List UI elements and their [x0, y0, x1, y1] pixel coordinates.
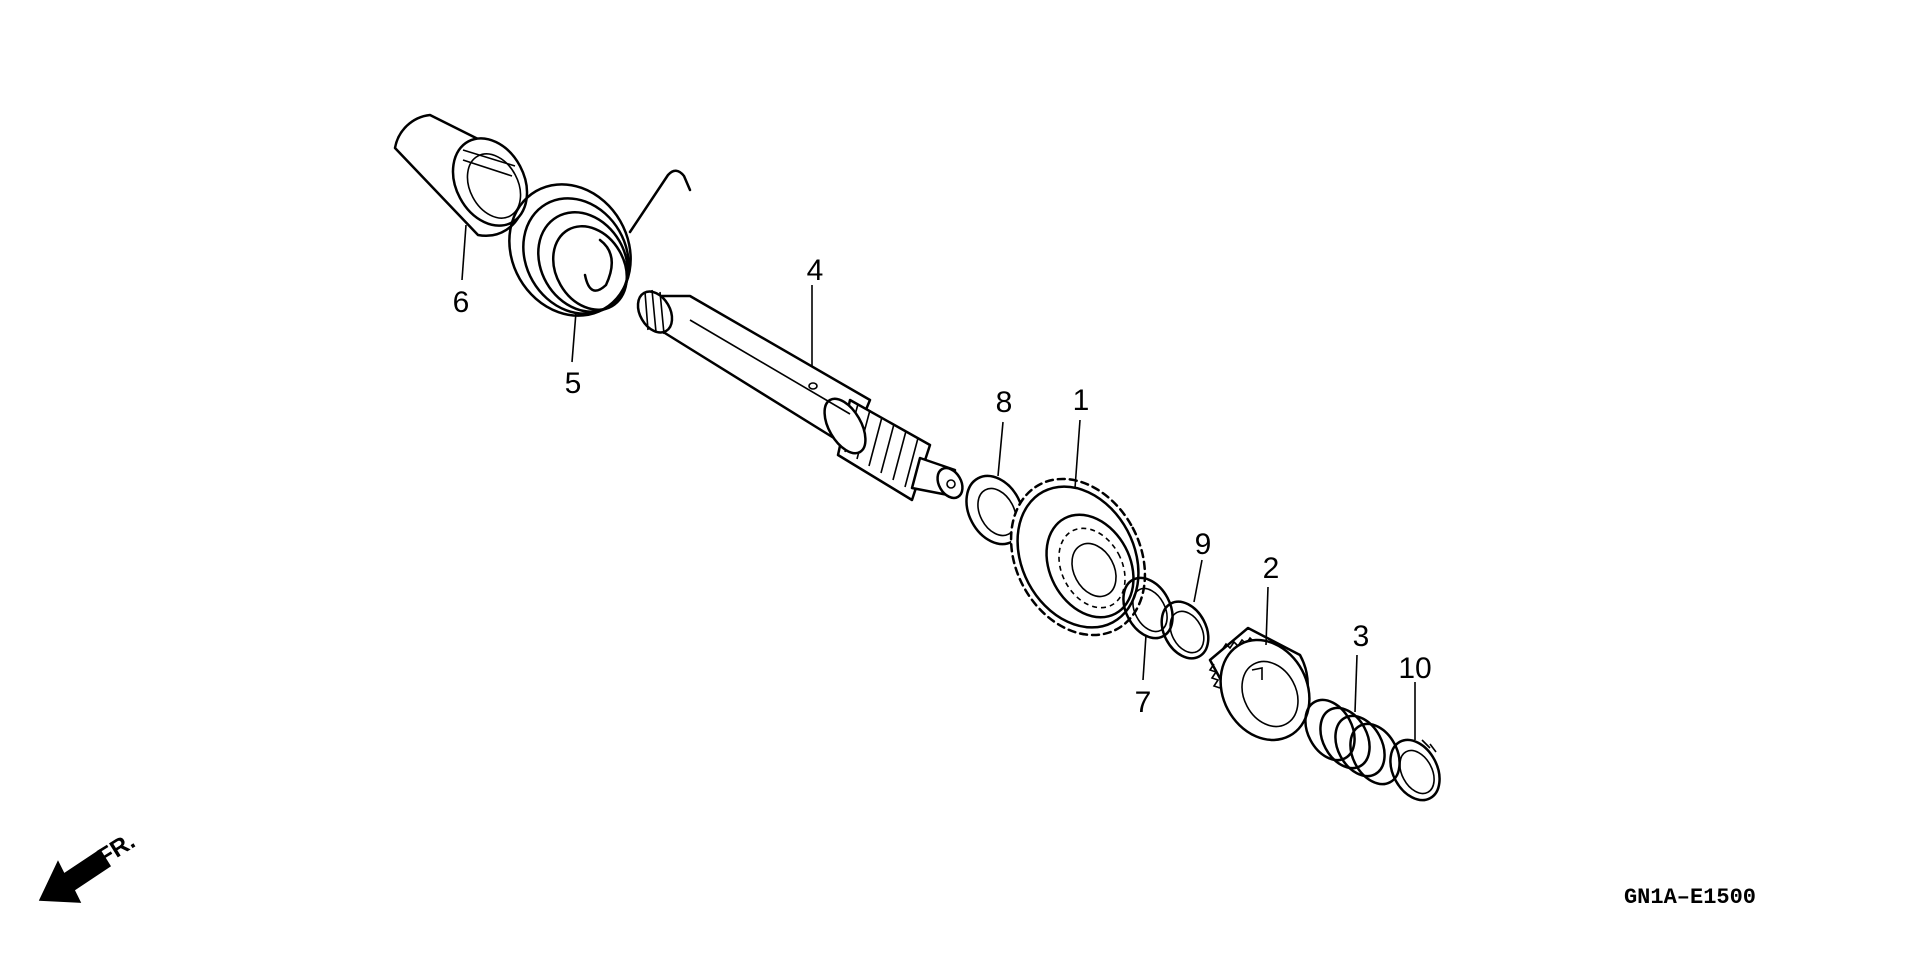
part-7-washer [1122, 576, 1174, 640]
callout-1: 1 [1073, 384, 1090, 417]
callout-6: 6 [453, 286, 470, 319]
callout-2: 2 [1263, 552, 1280, 585]
front-arrow-icon [38, 848, 112, 903]
leader-5 [571, 311, 577, 363]
leader-3 [1354, 654, 1358, 713]
part-2-ratchet [1208, 626, 1311, 742]
leader-lines [461, 224, 1416, 740]
leader-9 [1193, 559, 1203, 603]
leader-2 [1265, 586, 1269, 646]
leader-7 [1142, 634, 1147, 681]
callout-5: 5 [565, 367, 582, 400]
diagram-code: GN1A–E1500 [1624, 885, 1756, 910]
callouts: 1 2 3 4 5 6 7 8 9 10 [453, 254, 1432, 719]
callout-10: 10 [1398, 652, 1431, 685]
callout-4: 4 [807, 254, 824, 287]
part-10-circlip [1389, 738, 1441, 802]
leader-6 [461, 224, 467, 281]
leader-8 [997, 421, 1004, 477]
front-direction-indicator: FR. [38, 828, 140, 903]
part-6-collar [393, 113, 529, 237]
part-5-spring [508, 169, 692, 317]
leader-1 [1074, 419, 1081, 489]
callout-9: 9 [1195, 528, 1212, 561]
callout-8: 8 [996, 386, 1013, 419]
callout-3: 3 [1353, 620, 1370, 653]
part-4-spindle [636, 289, 964, 502]
callout-7: 7 [1135, 686, 1152, 719]
part-3-spring [1304, 698, 1401, 786]
part-1-gear [1009, 477, 1147, 637]
part-9-ring [1160, 600, 1210, 660]
